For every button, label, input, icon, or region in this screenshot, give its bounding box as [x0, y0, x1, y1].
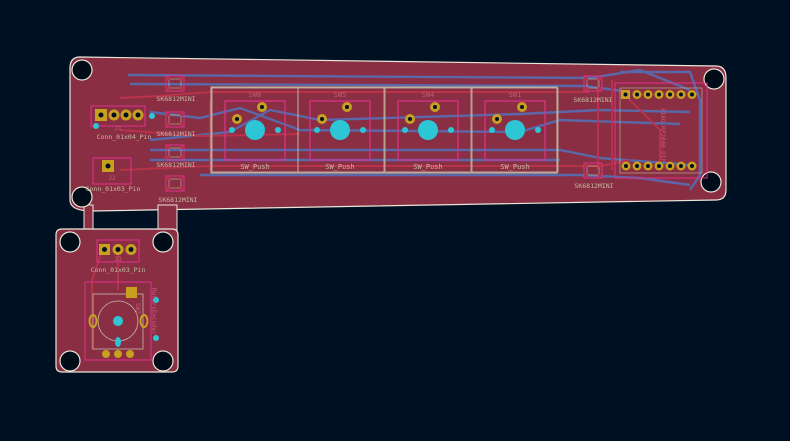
- led-1-value: SK6812MINI: [156, 95, 195, 103]
- mounting-holes: [59, 59, 725, 372]
- led-2-value: SK6812MINI: [156, 130, 195, 138]
- switch-sw1: SW1 SW_Push: [471, 87, 559, 173]
- switch-sw4-value: SW_Push: [413, 163, 443, 171]
- rotary-encoder: SW2 RotaryEncoder: [84, 281, 159, 361]
- led-4: SK6812MINI: [158, 175, 198, 204]
- connector-j3-ref: J3: [114, 256, 122, 263]
- connector-j3-value: Conn_01x03_Pin: [91, 266, 146, 274]
- mcu-pins-bottom: [621, 161, 697, 171]
- connector-j1: J1 Conn_01x04_Pin: [90, 105, 155, 141]
- switch-sw1-ref: SW1: [509, 91, 522, 99]
- led-6-value: SK6812MINI: [574, 182, 613, 190]
- board-bridge-2: [157, 204, 178, 231]
- encoder-value: RotaryEncoder: [150, 288, 157, 335]
- led-3: SK6812MINI: [156, 144, 196, 169]
- mcu-value: XIAO-RP2040-DIP: [659, 108, 666, 163]
- connector-j3: J3 Conn_01x03_Pin: [91, 239, 146, 274]
- led-3-value: SK6812MINI: [156, 161, 195, 169]
- led-2: SK6812MINI: [156, 111, 196, 138]
- switch-sw5: SW5 SW_Push: [297, 87, 385, 173]
- switch-sw5-ref: SW5: [334, 91, 347, 99]
- mcu-module: XIAO-RP2040-DIP: [614, 82, 708, 179]
- connector-j2-ref: J2: [108, 175, 116, 182]
- switch-sw6-ref: SW6: [249, 91, 262, 99]
- connector-j2-value: Conn_01x03_Pin: [86, 185, 141, 193]
- switch-sw4-ref: SW4: [422, 91, 435, 99]
- switch-sw5-value: SW_Push: [325, 163, 355, 171]
- switch-sw6-value: SW_Push: [240, 163, 270, 171]
- mcu-pins-top: [621, 90, 697, 99]
- switch-group-outline: [210, 86, 558, 174]
- led-5: SK6812MINI: [573, 75, 613, 104]
- board-bridge: [83, 204, 94, 231]
- led-5-value: SK6812MINI: [573, 96, 612, 104]
- connector-j1-value: Conn_01x04_Pin: [97, 133, 152, 141]
- switch-sw4: SW4 SW_Push: [384, 87, 472, 173]
- led-1: SK6812MINI: [156, 75, 196, 103]
- encoder-ref: SW2: [134, 303, 141, 314]
- switch-sw1-value: SW_Push: [500, 163, 530, 171]
- connector-j1-ref: J1: [114, 125, 122, 132]
- led-4-value: SK6812MINI: [158, 196, 197, 204]
- led-6: SK6812MINI: [574, 162, 614, 190]
- encoder-board-outline: [55, 228, 179, 373]
- connector-j2: J2 Conn_01x03_Pin: [86, 157, 141, 193]
